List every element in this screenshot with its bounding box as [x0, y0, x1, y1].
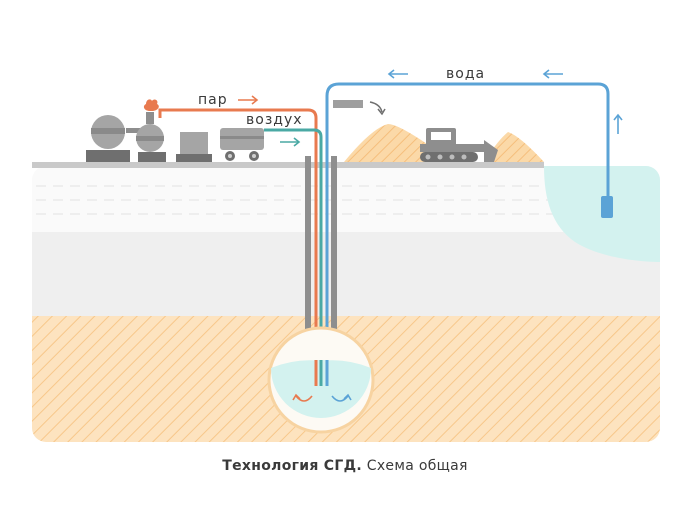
sand-pile-left [344, 124, 448, 162]
bulldozer-icon [420, 128, 498, 162]
well-casing [305, 156, 337, 364]
wagon-icon [220, 128, 264, 161]
ground-surface [32, 162, 544, 168]
figure-caption: Технология СГД. Схема общая [0, 458, 690, 474]
mining-cavity [267, 326, 375, 434]
pump-icon [601, 196, 613, 218]
water-label: вода [446, 66, 485, 82]
clay-layer [32, 232, 660, 316]
compressor-icon [176, 132, 212, 162]
water-jet-arrow-icon [369, 101, 383, 113]
air-label: воздух [246, 112, 303, 128]
steam-label: пар [198, 92, 228, 108]
caption-rest: Схема общая [366, 458, 468, 474]
nozzle-icon [333, 100, 363, 108]
steam-pipe [158, 108, 318, 384]
circulation-arrow-icon [292, 393, 352, 402]
steam-arrow-icon [238, 95, 259, 105]
boiler-icon [86, 99, 166, 162]
air-pipe [264, 128, 323, 384]
air-arrow-icon [280, 137, 301, 147]
water-arrow-up-icon [613, 113, 623, 134]
water-arrow-left-icon-2 [542, 69, 563, 79]
water-pipe [325, 82, 610, 384]
lake-surface [543, 166, 660, 167]
caption-bold: Технология СГД. [222, 458, 362, 474]
water-arrow-left-icon [387, 69, 408, 79]
sand-pile-right [484, 132, 544, 162]
sediment-lines [36, 185, 560, 215]
steam-puff-icon [143, 99, 159, 111]
